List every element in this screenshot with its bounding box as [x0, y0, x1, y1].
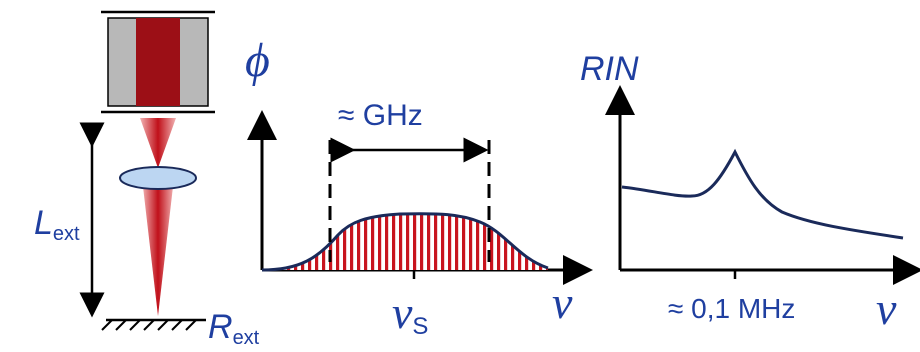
center-frequency-label: νS [392, 287, 428, 340]
rin-peak-label: ≈ 0,1 MHz [668, 293, 795, 324]
rin-x-label: ν [876, 283, 897, 334]
laser-beam [140, 118, 176, 316]
bandwidth-label: ≈ GHz [338, 99, 423, 132]
spectrum-y-label: ϕ [245, 34, 270, 87]
lens [119, 166, 197, 190]
rin-y-label: RIN [580, 50, 639, 88]
spectrum-curve [261, 212, 549, 272]
rin-plot: RIN ≈ 0,1 MHz ν [580, 50, 920, 334]
cavity-length-label: Lext [34, 204, 80, 245]
rin-curve [621, 148, 904, 240]
spectrum-x-label: ν [552, 277, 573, 328]
laser-housing [101, 10, 215, 114]
gain-medium [136, 18, 180, 106]
spectrum-plot: ≈ GHz ϕ ν νS [245, 34, 593, 340]
external-mirror [101, 318, 206, 331]
mirror-reflectivity-label: Rext [208, 308, 260, 349]
